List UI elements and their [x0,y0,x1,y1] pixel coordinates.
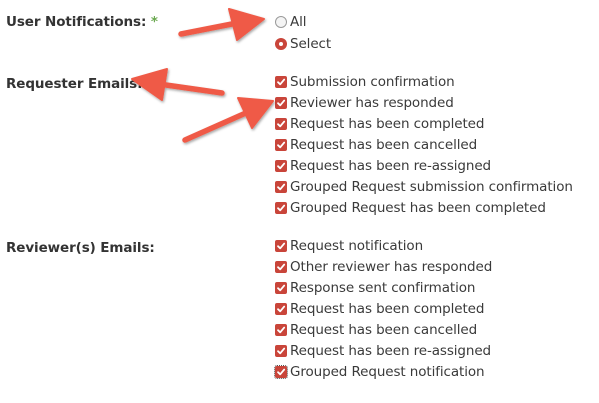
checkbox-label: Request has been completed [290,116,485,132]
checkbox-label: Other reviewer has responded [290,259,493,275]
user-notifications-label: User Notifications: * [6,14,158,30]
checkbox-label: Response sent confirmation [290,280,476,296]
checkbox-checked-icon[interactable] [275,261,287,273]
checkbox-label: Request has been completed [290,301,485,317]
requester-checkbox-request-reassigned[interactable]: Request has been re-assigned [275,156,491,176]
requester-checkbox-request-completed[interactable]: Request has been completed [275,114,484,134]
checkbox-label: Grouped Request submission confirmation [290,179,573,195]
checkbox-checked-icon[interactable] [275,97,287,109]
reviewer-emails-label: Reviewer(s) Emails: [6,240,155,256]
checkbox-checked-icon[interactable] [275,303,287,315]
annotation-arrow-icon [182,97,274,143]
annotation-arrow-icon [178,8,265,41]
requester-checkbox-submission-confirmation[interactable]: Submission confirmation [275,72,455,92]
checkbox-checked-icon[interactable] [275,345,287,357]
checkbox-checked-icon[interactable] [275,324,287,336]
checkbox-label: Grouped Request has been completed [290,200,546,216]
reviewer-checkbox-request-notification[interactable]: Request notification [275,236,423,256]
requester-emails-label: Requester Emails: [6,76,143,92]
radio-option-all[interactable]: All [275,12,307,32]
checkbox-checked-focused-icon[interactable] [274,365,288,379]
checkbox-label: Submission confirmation [290,74,455,90]
checkbox-label: Request has been re-assigned [290,158,492,174]
requester-checkbox-grouped-completed[interactable]: Grouped Request has been completed [275,198,546,218]
radio-option-select[interactable]: Select [275,34,331,54]
checkbox-checked-icon[interactable] [275,76,287,88]
checkbox-label: Reviewer has responded [290,95,454,111]
reviewer-checkbox-request-reassigned[interactable]: Request has been re-assigned [275,341,491,361]
checkbox-label: Request has been cancelled [290,137,478,153]
requester-checkbox-request-cancelled[interactable]: Request has been cancelled [275,135,477,155]
checkbox-label: Request notification [290,238,424,254]
checkbox-label: Request has been cancelled [290,322,478,338]
reviewer-checkbox-grouped-request-notification[interactable]: Grouped Request notification [274,362,485,382]
checkbox-checked-icon[interactable] [275,282,287,294]
checkbox-checked-icon[interactable] [275,240,287,252]
reviewer-checkbox-response-sent-confirmation[interactable]: Response sent confirmation [275,278,475,298]
requester-checkbox-grouped-submission-confirmation[interactable]: Grouped Request submission confirmation [275,177,573,197]
checkbox-checked-icon[interactable] [275,202,287,214]
checkbox-checked-icon[interactable] [275,118,287,130]
required-asterisk: * [150,14,158,30]
reviewer-checkbox-request-completed[interactable]: Request has been completed [275,299,484,319]
annotation-arrow-icon [131,68,225,101]
requester-checkbox-reviewer-has-responded[interactable]: Reviewer has responded [275,93,454,113]
reviewer-checkbox-other-reviewer-responded[interactable]: Other reviewer has responded [275,257,492,277]
checkbox-checked-icon[interactable] [275,139,287,151]
checkbox-label: Grouped Request notification [290,364,485,380]
radio-option-label: All [290,14,307,30]
user-notifications-label-text: User Notifications: [6,14,147,30]
reviewer-checkbox-request-cancelled[interactable]: Request has been cancelled [275,320,477,340]
checkbox-checked-icon[interactable] [275,181,287,193]
checkbox-label: Request has been re-assigned [290,343,492,359]
radio-option-label: Select [290,36,332,52]
checkbox-checked-icon[interactable] [275,160,287,172]
radio-unselected-icon[interactable] [275,16,287,28]
radio-selected-icon[interactable] [275,38,287,50]
